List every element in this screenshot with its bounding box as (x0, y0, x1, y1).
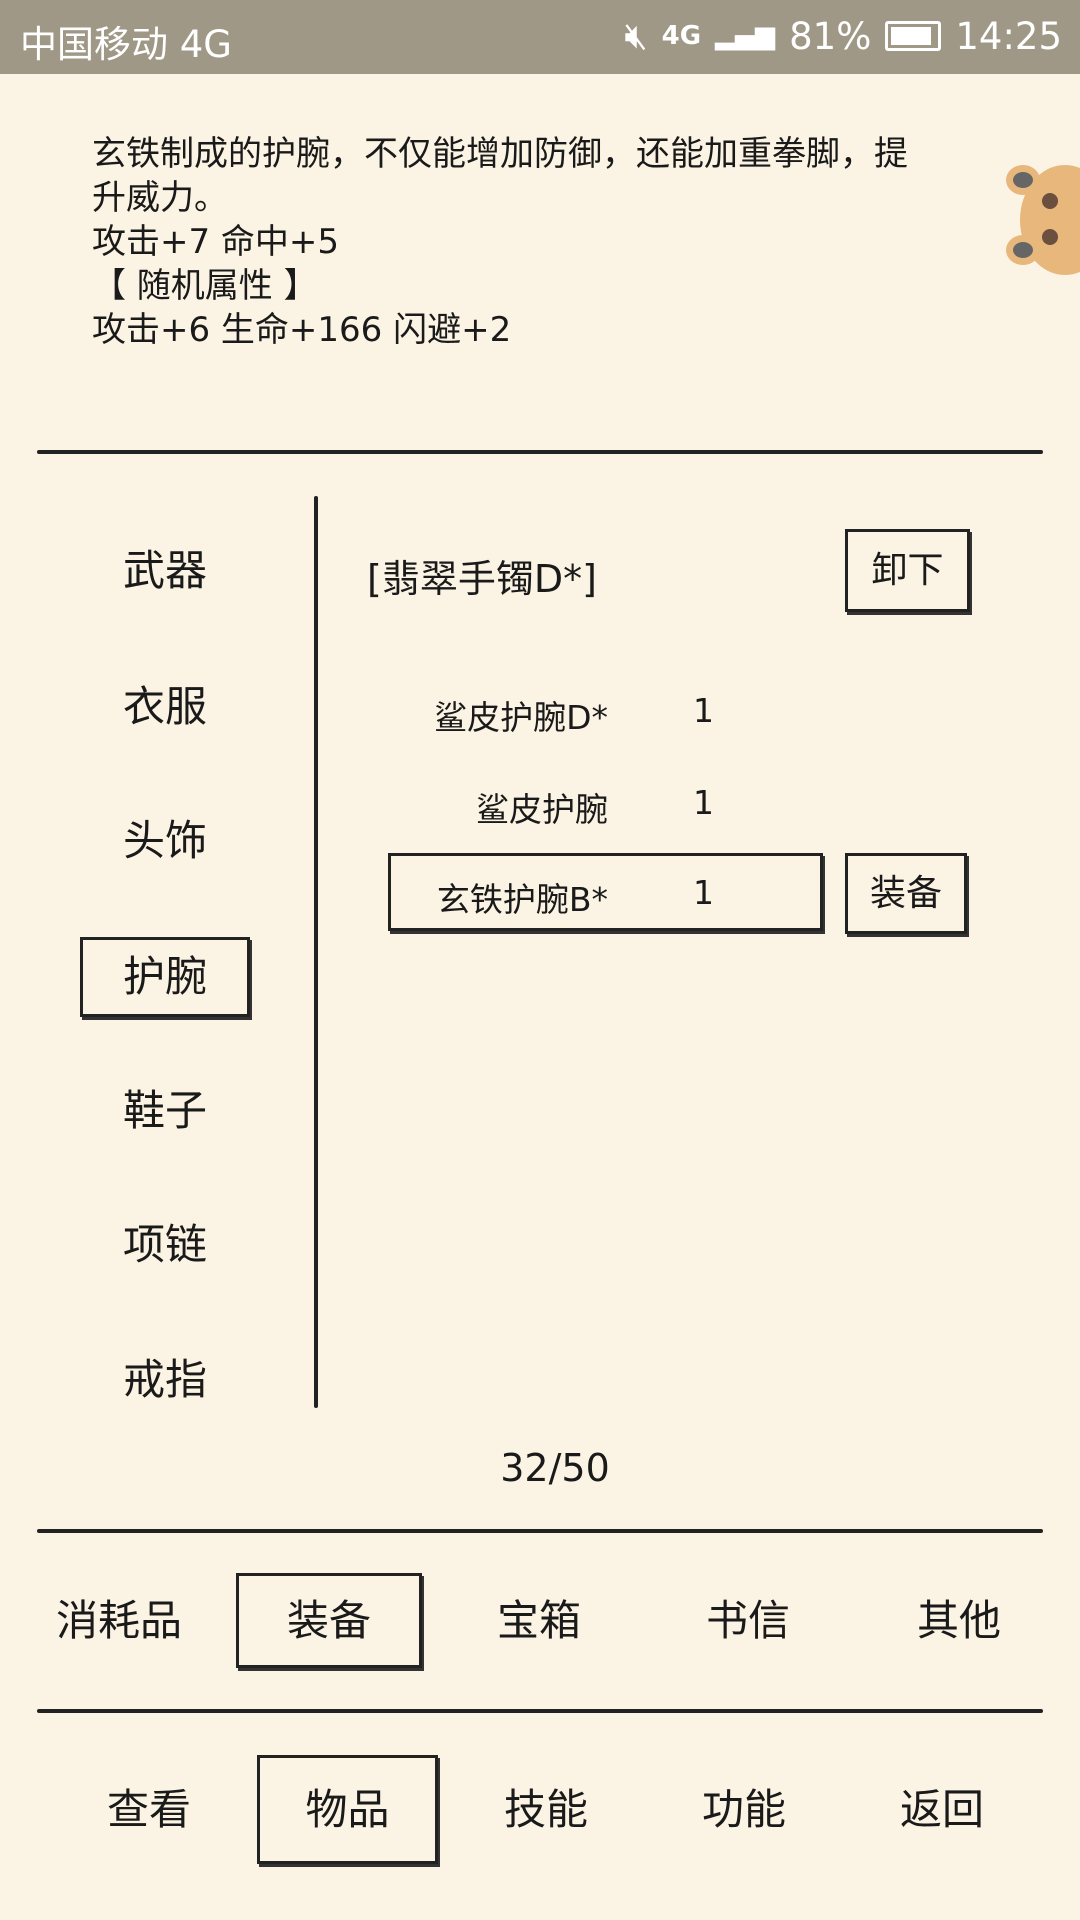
desc-line: 攻击+7 命中+5 (92, 222, 340, 262)
unequip-button[interactable]: 卸下 (845, 529, 970, 612)
item-count: 1 (693, 691, 714, 730)
tab-other[interactable]: 其他 (916, 1596, 1001, 1645)
item-description: 玄铁制成的护腕，不仅能增加防御，还能加重拳脚，提 升威力。 攻击+7 命中+5 … (92, 132, 1012, 352)
list-item[interactable]: 鲨皮护腕 1 (388, 763, 823, 841)
nav-view[interactable]: 查看 (106, 1785, 191, 1834)
divider (37, 1529, 1043, 1533)
battery-percent: 81% (789, 14, 872, 58)
category-clothes[interactable]: 衣服 (122, 682, 207, 731)
equip-button[interactable]: 装备 (845, 853, 967, 934)
item-name: 玄铁护腕B* (436, 880, 608, 919)
category-headwear[interactable]: 头饰 (122, 816, 207, 865)
equipped-item: [翡翠手镯D*] (367, 557, 597, 601)
category-ring[interactable]: 戒指 (122, 1355, 207, 1404)
divider (37, 1709, 1043, 1713)
carrier-label: 中国移动 4G (20, 23, 232, 66)
nav-functions[interactable]: 功能 (701, 1785, 786, 1834)
network-label: 4G (661, 21, 702, 51)
nav-skills[interactable]: 技能 (503, 1785, 588, 1834)
tab-letters[interactable]: 书信 (705, 1596, 790, 1645)
list-item-selected[interactable]: 玄铁护腕B* 1 (388, 853, 823, 931)
tab-equipment[interactable]: 装备 (236, 1573, 422, 1668)
tab-consumables[interactable]: 消耗品 (55, 1596, 182, 1645)
item-name: 鲨皮护腕 (476, 790, 608, 829)
bear-mascot-icon[interactable] (1006, 165, 1080, 275)
item-count: 1 (693, 873, 714, 912)
divider (314, 496, 318, 1408)
mute-icon: 🔇︎ (624, 14, 648, 57)
category-weapon[interactable]: 武器 (122, 546, 207, 595)
capacity-counter: 32/50 (500, 1446, 610, 1490)
nav-back[interactable]: 返回 (899, 1785, 984, 1834)
status-bar: 中国移动 4G 🔇︎ 4G ▂▄▆ 81% 14:25 (0, 0, 1080, 74)
category-necklace[interactable]: 项链 (122, 1220, 207, 1269)
tab-chests[interactable]: 宝箱 (496, 1596, 581, 1645)
category-shoes[interactable]: 鞋子 (122, 1086, 207, 1135)
nav-items[interactable]: 物品 (257, 1755, 438, 1864)
item-name: 鲨皮护腕D* (434, 698, 608, 737)
divider (37, 450, 1043, 454)
signal-icon: ▂▄▆ (715, 21, 776, 51)
desc-line: 玄铁制成的护腕，不仅能增加防御，还能加重拳脚，提 (92, 134, 908, 174)
desc-line: 【 随机属性 】 (92, 266, 318, 306)
clock: 14:25 (955, 14, 1062, 58)
list-item[interactable]: 鲨皮护腕D* 1 (388, 671, 823, 749)
desc-line: 升威力。 (92, 178, 228, 218)
category-bracer[interactable]: 护腕 (80, 937, 250, 1017)
item-count: 1 (693, 783, 714, 822)
battery-icon (885, 21, 942, 51)
desc-line: 攻击+6 生命+166 闪避+2 (92, 310, 512, 350)
